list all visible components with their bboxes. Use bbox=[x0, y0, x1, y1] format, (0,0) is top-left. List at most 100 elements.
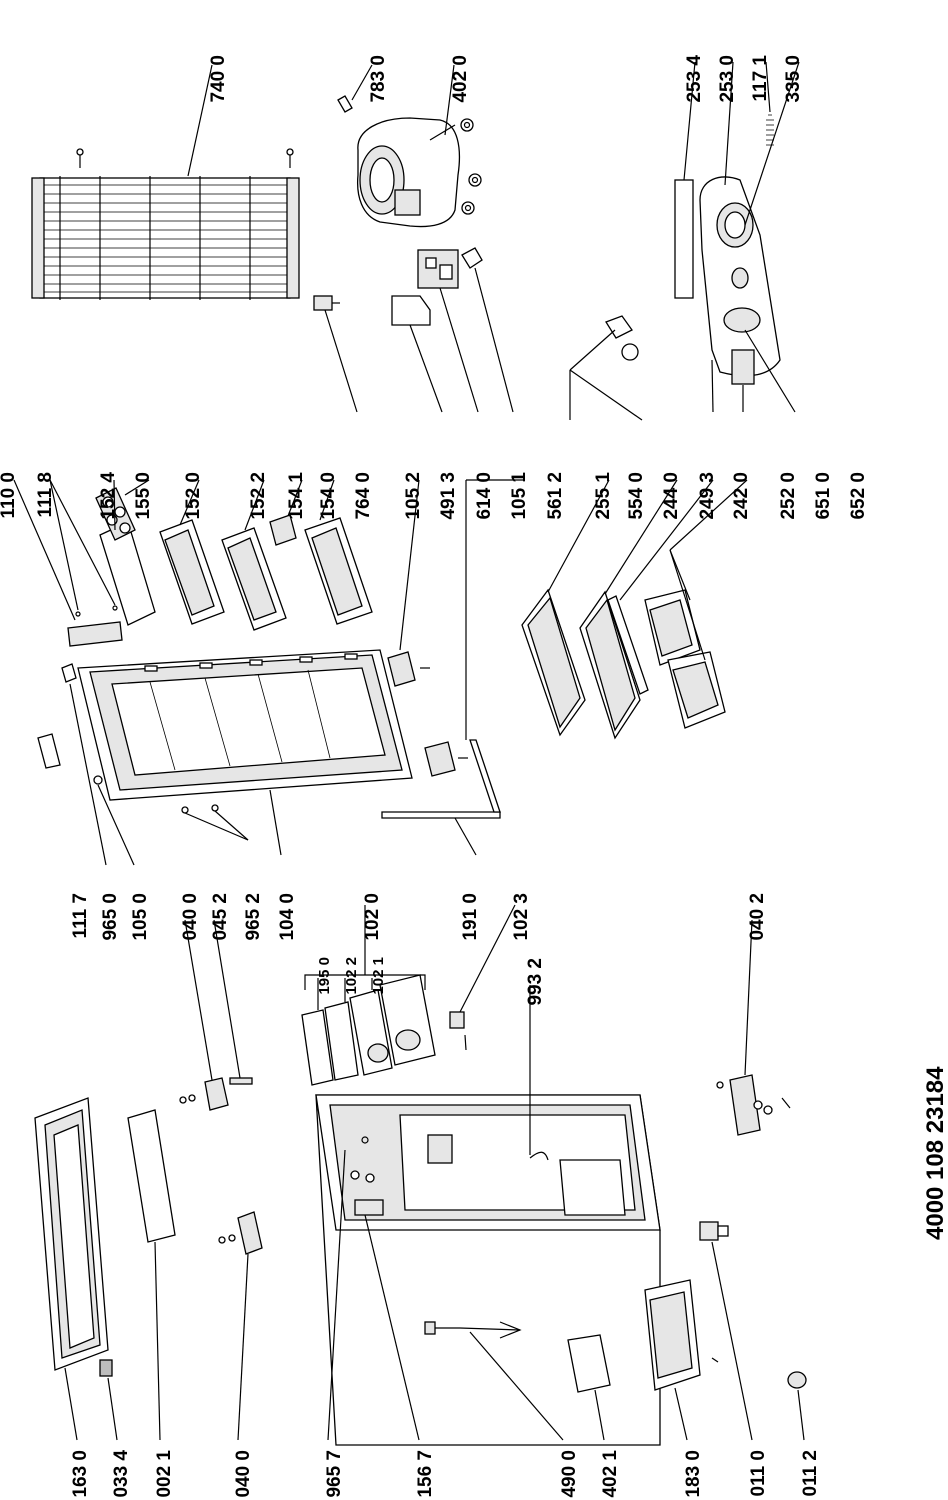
part-label: 011 2 bbox=[800, 1450, 821, 1497]
part-label: 105 0 bbox=[130, 893, 151, 941]
upper-door-frame bbox=[34, 1097, 109, 1441]
part-label: 152 0 bbox=[183, 472, 204, 520]
part-label: 764 0 bbox=[353, 472, 374, 520]
capillary-clip bbox=[337, 64, 373, 113]
part-label: 783 0 bbox=[368, 55, 389, 103]
part-label: 191 0 bbox=[460, 893, 481, 941]
part-label-small: 195 0 bbox=[316, 957, 333, 995]
lamp-socket bbox=[723, 307, 796, 413]
part-label: 244 0 bbox=[661, 472, 682, 520]
part-label: 252 0 bbox=[778, 472, 799, 520]
part-label: 105 2 bbox=[403, 472, 424, 520]
thermostat-housing bbox=[674, 61, 781, 377]
part-label: 561 2 bbox=[545, 472, 566, 520]
part-label: 110 0 bbox=[0, 472, 19, 519]
bracket-leader bbox=[364, 1214, 420, 1441]
part-label-small: 102 1 bbox=[370, 957, 387, 995]
filter-drier bbox=[313, 295, 358, 413]
freezer-latch bbox=[449, 904, 516, 1051]
door-stop-upper bbox=[387, 479, 430, 687]
upper-hinge bbox=[179, 919, 229, 1111]
evaporator-panel bbox=[127, 1109, 176, 1441]
bottom-hinge-bracket bbox=[716, 919, 791, 1136]
cabinet-body bbox=[315, 1094, 661, 1446]
gasket-strip bbox=[381, 739, 501, 856]
part-label: 152 2 bbox=[248, 472, 269, 520]
part-label: 155 0 bbox=[133, 472, 154, 520]
part-label: 255 1 bbox=[593, 472, 614, 520]
bottle-shelf bbox=[304, 479, 373, 625]
part-label: 040 0 bbox=[180, 893, 201, 941]
part-label: 040 2 bbox=[747, 893, 768, 941]
part-label: 965 2 bbox=[243, 893, 264, 941]
door-shelf-upper bbox=[159, 479, 225, 625]
door-shelf-middle bbox=[221, 479, 287, 631]
pin-leader bbox=[327, 1149, 346, 1441]
starter-relay bbox=[417, 249, 479, 413]
upper-hinge-bracket bbox=[13, 479, 123, 647]
compressor bbox=[356, 64, 482, 228]
door-pins bbox=[181, 804, 249, 841]
foot-cap bbox=[787, 1371, 807, 1441]
power-cable bbox=[424, 1321, 564, 1441]
part-label: 111 8 bbox=[35, 472, 56, 517]
part-label: 249 3 bbox=[697, 472, 718, 520]
thermostat-sensor bbox=[569, 315, 643, 421]
crisper-drawer-upper bbox=[644, 589, 701, 666]
part-labels: 110 0 111 8 152 4 155 0 152 0 152 2 154 1 154 0… bbox=[0, 55, 869, 1498]
inner-door-frame bbox=[77, 649, 413, 856]
part-label: 154 0 bbox=[318, 472, 339, 520]
part-label: 652 0 bbox=[848, 472, 869, 520]
part-label: 253 0 bbox=[717, 55, 738, 103]
thermostat-knob bbox=[744, 61, 800, 226]
logo-badge bbox=[99, 1359, 118, 1441]
shelf-divider bbox=[269, 479, 303, 546]
part-label: 554 0 bbox=[626, 472, 647, 520]
part-label: 040 0 bbox=[233, 1450, 254, 1498]
relay-cover bbox=[391, 295, 443, 413]
part-label: 156 7 bbox=[415, 1450, 436, 1498]
door-stop-lower bbox=[424, 479, 525, 777]
part-label: 402 0 bbox=[450, 55, 471, 103]
part-label: 253 4 bbox=[684, 55, 705, 103]
condenser-coil bbox=[31, 64, 300, 300]
part-label: 102 3 bbox=[511, 893, 532, 941]
part-label: 965 0 bbox=[100, 893, 121, 941]
part-label: 102 0 bbox=[362, 893, 383, 941]
part-label: 402 1 bbox=[600, 1450, 621, 1498]
part-label: 117 1 bbox=[750, 55, 771, 102]
crisper-drawer-lower bbox=[667, 651, 726, 729]
base-plinth bbox=[644, 1279, 719, 1441]
glass-shelf-lower bbox=[579, 479, 678, 740]
part-label: 183 0 bbox=[683, 1450, 704, 1498]
hinge-pin bbox=[213, 919, 253, 1085]
part-label: 242 0 bbox=[731, 472, 752, 520]
adjustable-foot bbox=[699, 1221, 753, 1441]
part-label: 104 0 bbox=[277, 893, 298, 941]
document-number: 4000 108 23184 bbox=[922, 1066, 948, 1240]
part-label: 335 0 bbox=[783, 55, 804, 103]
shelf-trim bbox=[607, 479, 714, 695]
part-label: 152 4 bbox=[98, 472, 119, 520]
spring bbox=[765, 61, 774, 146]
part-label-small: 102 2 bbox=[343, 957, 360, 995]
part-label: 614 0 bbox=[474, 472, 495, 520]
part-label: 011 0 bbox=[748, 1450, 769, 1497]
part-label: 105 1 bbox=[509, 472, 530, 520]
glass-shelf-upper bbox=[521, 479, 610, 737]
part-label: 965 7 bbox=[324, 1450, 345, 1498]
overload-protector bbox=[461, 247, 514, 413]
part-label: 033 4 bbox=[111, 1450, 132, 1498]
hinge-cap bbox=[61, 663, 107, 866]
label-plate bbox=[37, 733, 61, 769]
part-label: 491 3 bbox=[438, 472, 459, 520]
egg-tray bbox=[95, 479, 156, 626]
part-label: 490 0 bbox=[559, 1450, 580, 1498]
freezer-compartment-set bbox=[301, 905, 436, 1086]
lower-hinge bbox=[218, 1211, 263, 1441]
part-label: 154 1 bbox=[286, 472, 307, 520]
part-label: 111 7 bbox=[70, 893, 91, 938]
lamp-bulb bbox=[731, 349, 755, 412]
door-pin bbox=[93, 775, 135, 866]
